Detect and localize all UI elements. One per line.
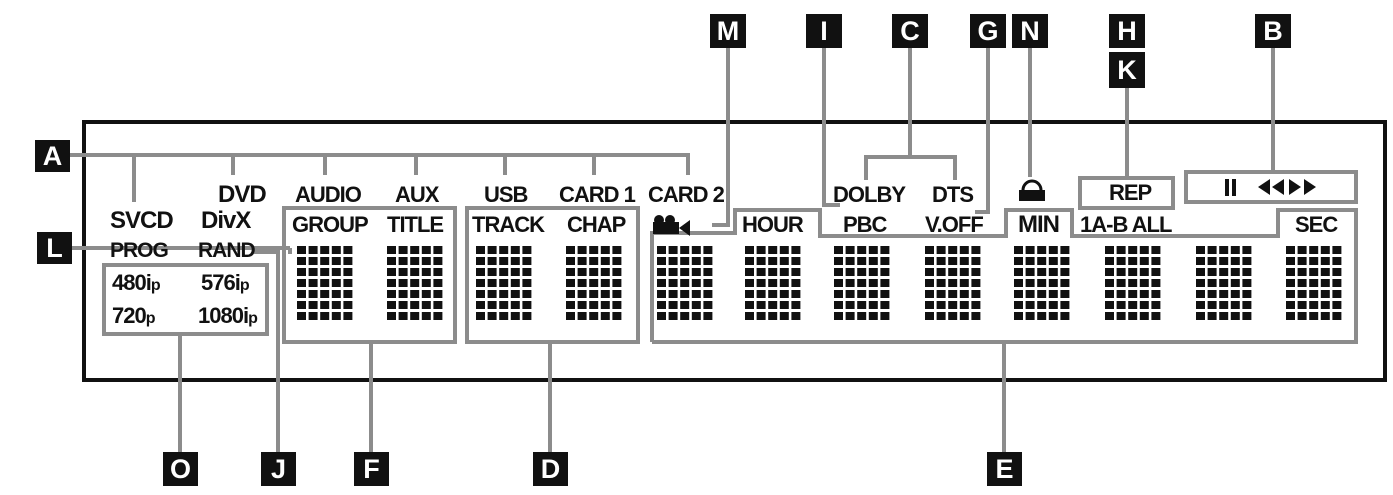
leader-m [712, 48, 730, 227]
callout-l: L [37, 232, 72, 264]
svg-text:M: M [717, 16, 740, 46]
lock-icon [1019, 179, 1045, 201]
indicator-svcd: SVCD [110, 207, 173, 234]
indicator-card1: CARD 1 [559, 182, 636, 207]
matrix-cell-7 [834, 246, 890, 320]
matrix-cell-8 [925, 246, 981, 320]
indicator-720: 720p [112, 303, 156, 328]
callout-m: M [710, 14, 746, 48]
svg-text:E: E [995, 454, 1013, 484]
pause-icon [1225, 179, 1236, 196]
indicator-1080: 1080ip [198, 303, 258, 328]
indicator-pbc: PBC [843, 212, 888, 237]
indicator-dolby: DOLBY [833, 182, 906, 207]
indicator-hour: HOUR [742, 212, 804, 237]
indicator-voff: V.OFF [925, 212, 983, 237]
callout-k: K [1109, 52, 1145, 88]
matrix-cell-6 [745, 246, 801, 320]
svg-text:C: C [900, 16, 920, 46]
leader-j [254, 250, 280, 452]
indicator-sec: SEC [1295, 212, 1338, 237]
svg-text:I: I [820, 16, 828, 46]
svg-text:N: N [1020, 16, 1040, 46]
matrix-cell-11 [1196, 246, 1252, 320]
indicator-rep-modes: 1A-B ALL [1080, 212, 1172, 237]
indicator-dts: DTS [932, 182, 973, 207]
svg-text:D: D [541, 454, 561, 484]
leader-g [975, 48, 990, 214]
indicator-usb: USB [484, 182, 528, 207]
matrix-cell-12 [1286, 246, 1342, 320]
indicator-title: TITLE [387, 212, 443, 237]
matrix-cell-3 [476, 246, 532, 320]
svg-text:L: L [46, 233, 63, 263]
camera-angle-icon [653, 215, 690, 236]
svg-text:O: O [170, 454, 191, 484]
svg-text:F: F [363, 454, 380, 484]
callout-a: A [35, 140, 70, 172]
dot-matrix-digits [297, 246, 1342, 320]
indicator-dvd: DVD [218, 181, 266, 208]
matrix-cell-1 [297, 246, 353, 320]
svg-text:G: G [977, 16, 998, 46]
callout-j: J [261, 452, 296, 486]
svg-text:B: B [1263, 16, 1283, 46]
leader-i [822, 48, 840, 207]
callout-b: B [1255, 14, 1291, 48]
indicator-rep: REP [1109, 180, 1152, 205]
svg-text:J: J [271, 454, 286, 484]
leader-b [1184, 48, 1358, 204]
matrix-cell-10 [1105, 246, 1161, 320]
matrix-cell-9 [1014, 246, 1070, 320]
indicator-audio: AUDIO [295, 182, 362, 207]
indicator-card2: CARD 2 [648, 182, 725, 207]
callout-d: D [533, 452, 568, 486]
indicator-prog: PROG [110, 239, 169, 262]
callout-g: G [970, 14, 1006, 48]
indicator-divx: DivX [201, 207, 251, 234]
indicator-aux: AUX [395, 182, 440, 207]
callout-e: E [987, 452, 1022, 486]
leader-c-split [864, 155, 957, 180]
matrix-cell-4 [566, 246, 622, 320]
indicator-track: TRACK [472, 212, 545, 237]
indicator-chap: CHAP [567, 212, 626, 237]
resolution-group-frame [102, 263, 269, 336]
indicator-576: 576ip [201, 270, 250, 295]
indicator-group: GROUP [292, 212, 368, 237]
svg-text:A: A [43, 141, 63, 171]
leader-a [70, 153, 690, 175]
main-digits-frame [650, 208, 1358, 344]
svg-text:H: H [1117, 16, 1137, 46]
track-chap-frame [465, 206, 640, 344]
matrix-cell-5 [657, 246, 713, 320]
repeat-group-frame [1078, 176, 1175, 210]
indicator-480: 480ip [112, 270, 161, 295]
indicator-rand: RAND [198, 239, 255, 262]
callout-i: I [806, 14, 842, 48]
rewind-forward-icons [1258, 179, 1316, 195]
matrix-cell-2 [387, 246, 443, 320]
indicator-min: MIN [1018, 211, 1059, 238]
callout-c: C [892, 14, 928, 48]
callout-o: O [163, 452, 198, 486]
callout-h: H [1109, 14, 1145, 48]
callout-n: N [1012, 14, 1048, 48]
svg-text:K: K [1117, 55, 1137, 85]
callout-f: F [354, 452, 389, 486]
